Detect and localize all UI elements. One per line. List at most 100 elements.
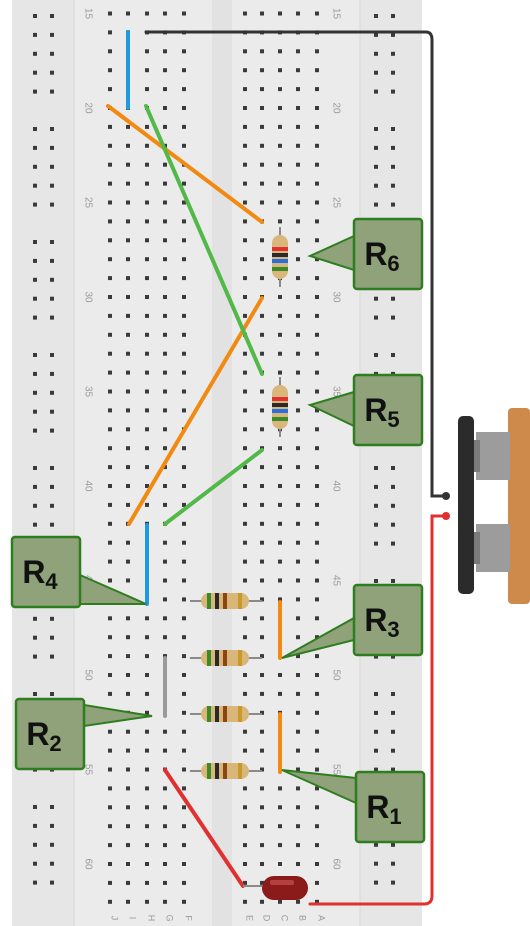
rail-hole [374,51,378,56]
hole [260,710,264,715]
hole [182,370,186,375]
hole [260,786,264,791]
hole [243,427,247,432]
hole [108,502,112,507]
column-letter: G [165,914,175,921]
hole [278,87,282,92]
hole [243,899,247,904]
hole [243,351,247,356]
hole [243,729,247,734]
rail-hole [33,805,37,809]
hole [145,446,149,451]
row-number-left: 55 [82,764,93,776]
hole [145,351,149,356]
hole [296,484,300,488]
hole [260,654,264,659]
hole [315,87,319,92]
rail-hole [391,127,395,131]
resistor-band [272,253,288,257]
hole [145,710,149,715]
hole [182,11,186,16]
battery-terminal-bottom [476,524,510,572]
row-number-right: 45 [330,575,341,587]
hole [278,691,282,696]
rail-hole [33,484,37,489]
hole [108,49,112,54]
hole [182,49,186,54]
rail-hole [50,654,54,659]
rail-hole [33,353,37,357]
hole [315,124,319,129]
hole [182,862,186,866]
hole [278,143,282,148]
hole [126,673,130,677]
row-number-left: 30 [82,291,93,303]
rail-hole [33,503,37,508]
hole [260,578,264,583]
hole [296,616,300,621]
hole [296,295,300,299]
hole [126,238,130,243]
callout-label: R6 [364,236,399,276]
rail-hole [374,145,378,150]
wires [106,30,450,906]
hole [163,313,167,318]
hole [243,824,247,829]
hole [182,257,186,262]
hole [163,238,167,243]
rail-hole [33,823,37,828]
hole [243,559,247,564]
hole [108,30,112,35]
rail-hole [33,861,37,866]
hole [243,880,247,885]
hole [108,427,112,432]
hole [260,124,264,129]
hole [260,484,264,488]
hole [260,635,264,640]
hole [126,899,130,904]
hole [278,559,282,564]
rail-hole [374,503,378,508]
rail-hole [50,202,54,207]
column-letter: I [128,917,138,920]
hole [260,408,264,413]
hole [243,465,247,470]
hole [108,616,112,621]
hole [145,862,149,866]
hole [315,635,319,640]
hole [182,446,186,451]
resistor-band [238,593,242,609]
hole [315,843,319,848]
hole [182,87,186,92]
hole [163,351,167,356]
hole [296,87,300,92]
hole [163,11,167,16]
hole [163,786,167,791]
rail-hole [33,32,37,37]
hole [296,238,300,243]
rail-hole [391,183,395,188]
hole [296,805,300,810]
battery-body [508,408,530,604]
hole [163,502,167,507]
rail-hole [374,14,378,18]
hole [278,502,282,507]
hole [182,843,186,848]
hole [315,616,319,621]
hole [163,465,167,470]
hole [260,351,264,356]
rail-hole [50,89,54,94]
hole [260,691,264,696]
hole [145,616,149,621]
callout-label-subscript: 1 [389,804,401,829]
hole [260,880,264,885]
hole [145,691,149,696]
rail-hole [391,842,395,847]
rail-hole [33,654,37,659]
callout-label-subscript: 3 [387,617,399,642]
hole [260,767,264,772]
hole [126,465,130,470]
rail-hole [374,579,378,583]
hole [163,729,167,734]
